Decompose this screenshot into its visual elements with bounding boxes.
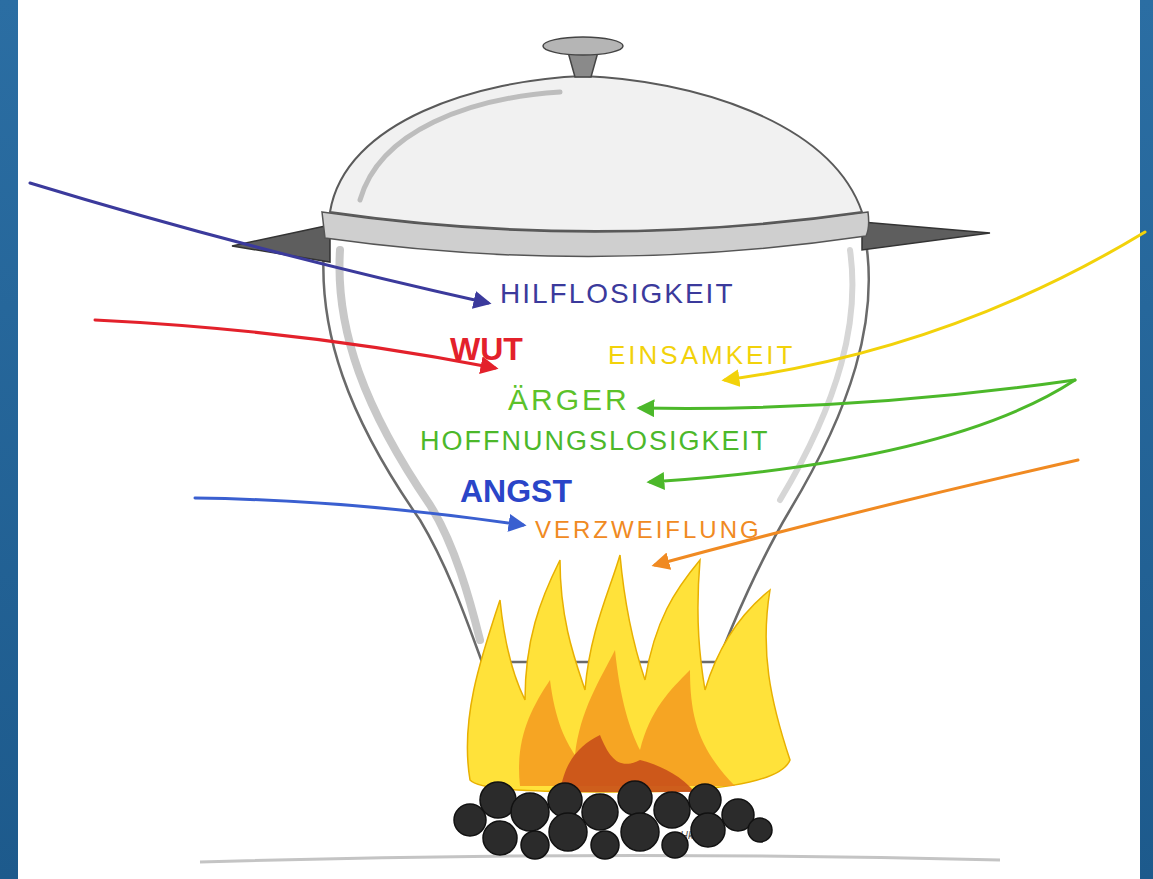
cooking-pot: HILFLOSIGKEIT WUT EINSAMKEIT ÄRGER HOFFNUNGS… (220, 30, 1010, 670)
coal (548, 783, 582, 817)
feeling-arrows (30, 183, 1145, 565)
coal (591, 831, 619, 859)
coal (549, 813, 587, 851)
coal (511, 793, 549, 831)
ground-line (200, 855, 1000, 862)
flame (467, 555, 790, 792)
lid-knob (543, 37, 623, 55)
coal (748, 818, 772, 842)
arrow (655, 460, 1078, 565)
fire (467, 555, 790, 792)
pot-handle (232, 225, 330, 262)
pot-shading (780, 250, 852, 500)
coal (521, 831, 549, 859)
feeling-word: VERZWEIFLUNG (535, 518, 762, 542)
pot-body (323, 236, 869, 662)
coal (618, 781, 652, 815)
coals (454, 781, 772, 859)
arrow (650, 380, 1075, 482)
flame (560, 735, 695, 792)
coal (480, 782, 516, 818)
coal (483, 821, 517, 855)
feeling-word: HILFLOSIGKEIT (500, 280, 735, 308)
arrow (195, 498, 523, 525)
feeling-word: ÄRGER (508, 385, 630, 415)
arrow (725, 232, 1145, 380)
arrow (30, 183, 488, 303)
pot-drawing (232, 37, 990, 662)
coal (689, 784, 721, 816)
coal (722, 799, 754, 831)
flame (519, 650, 735, 786)
coal (621, 813, 659, 851)
feeling-word: ANGST (460, 475, 572, 507)
artist-signature: Hk/2010 (680, 830, 721, 841)
coal (654, 792, 690, 828)
arrow (95, 320, 495, 368)
lid-shading (360, 92, 560, 200)
feeling-word: HOFFNUNGSLOSIGKEIT (420, 428, 770, 455)
coal (691, 813, 725, 847)
pot-handle (862, 222, 990, 250)
feeling-word: WUT (450, 333, 523, 365)
coal (454, 804, 486, 836)
coal (582, 794, 618, 830)
arrow (640, 380, 1075, 408)
lid-dome (330, 76, 862, 231)
feeling-word: EINSAMKEIT (608, 342, 795, 368)
coal (662, 832, 688, 858)
